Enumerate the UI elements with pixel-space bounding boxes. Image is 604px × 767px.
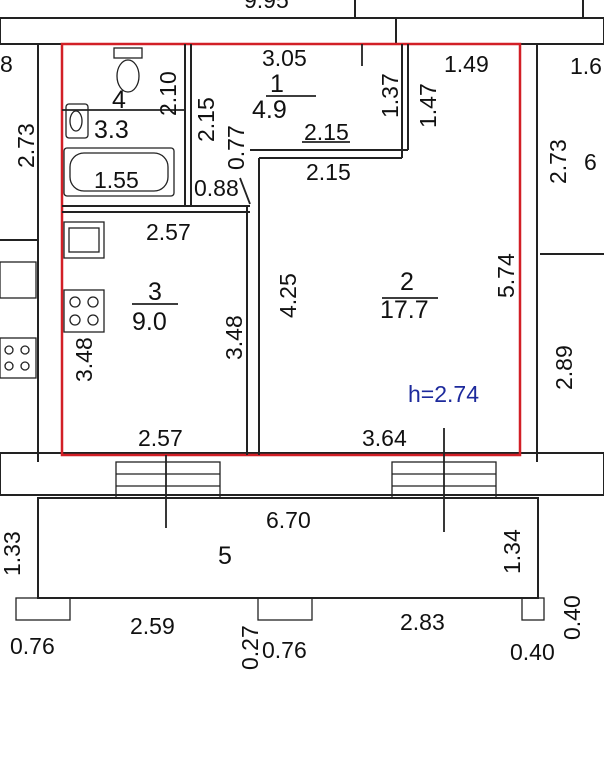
dimension-lines [62,44,445,532]
dim-balcony-post-c: 0.76 [262,637,307,663]
dim-balcony-seg-left: 2.59 [130,613,175,639]
dim-balcony-post-b: 0.27 [237,625,263,670]
dim-room2-right: 5.74 [493,253,519,298]
room-4-number: 4 [112,86,126,114]
dim-hall-step-top: 2.15 [304,119,349,145]
room-4-area: 3.3 [94,116,129,144]
dim-balcony-left: 1.33 [0,531,25,576]
dim-room3-left: 3.48 [71,337,97,382]
dim-hall-top: 3.05 [262,45,307,71]
dim-room3-bottom: 2.57 [138,425,183,451]
sink-icon [65,103,89,139]
dim-balcony-post-a: 0.76 [10,633,55,659]
bathtub-icon [63,147,175,197]
toilet-icon [113,47,143,93]
stove-icon [63,289,105,333]
dim-hall-vert-a: 1.37 [377,73,403,118]
dim-balcony-length: 6.70 [266,507,311,533]
dim-room2-bottom: 3.64 [362,425,407,451]
room-2-area: 17.7 [380,296,429,324]
dim-top-left-cut: 8 [0,51,13,77]
room-2-number: 2 [400,268,414,296]
dim-top-cut: 9.95 [244,0,289,13]
neighbor-kitchen-icon [0,261,37,379]
dim-room3-right: 3.48 [221,315,247,360]
room-1-area: 4.9 [252,96,287,124]
dim-balcony-post-d: 0.40 [510,639,555,665]
building-walls [0,0,604,496]
dim-top-right-cut: 1.6 [570,53,602,79]
dim-balcony-right: 1.34 [499,529,525,574]
dim-balcony-post-e: 0.40 [559,595,585,640]
dim-bath-inner: 2.15 [193,97,219,142]
balcony-outline [15,497,545,621]
room-3-area: 9.0 [132,308,167,336]
dim-tub-length: 1.55 [94,167,139,193]
dim-right-lower: 2.89 [551,345,577,390]
dim-corner-top: 1.49 [444,51,489,77]
dim-right-room-cut: 6 [584,149,597,175]
apartment-outline [60,42,522,457]
kitchen-sink-icon [63,221,105,259]
dim-wall-segment: 0.88 [194,175,239,201]
dim-balcony-seg-right: 2.83 [400,609,445,635]
dim-right-outer: 2.73 [545,139,571,184]
dim-bath-height: 2.10 [155,71,181,116]
dim-hall-left: 0.77 [223,125,249,170]
dim-room2-left: 4.25 [275,273,301,318]
room-1-number: 1 [270,70,284,98]
dim-hall-step-bottom: 2.15 [306,159,351,185]
ceiling-height-label: h=2.74 [408,381,479,407]
window-left-icon [115,461,221,499]
dim-room3-top: 2.57 [146,219,191,245]
interior-walls [62,44,409,455]
dim-left-outer: 2.73 [13,123,39,168]
room-5-number: 5 [218,542,232,570]
dim-hall-vert-b: 1.47 [415,83,441,128]
room-3-number: 3 [148,278,162,306]
